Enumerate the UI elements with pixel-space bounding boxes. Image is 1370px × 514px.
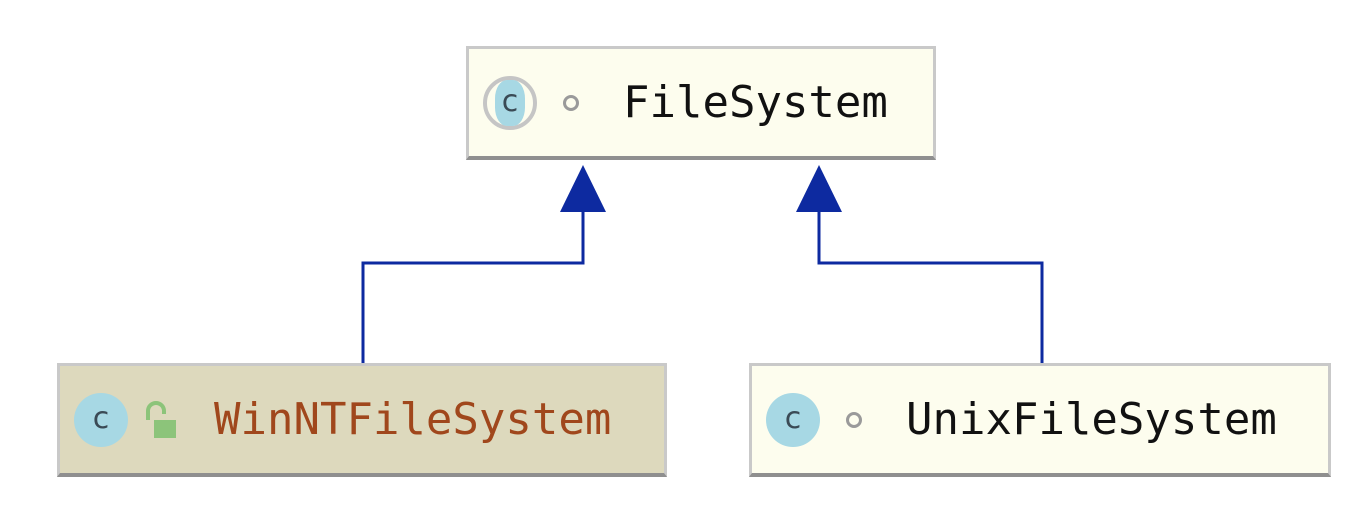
inheritance-arrowhead-icon [560, 165, 606, 212]
class-name-label: WinNTFileSystem [214, 394, 612, 445]
class-name-label: UnixFileSystem [906, 394, 1277, 445]
class-icon: c [74, 392, 128, 447]
edge-unix-to-filesystem[interactable] [796, 165, 1044, 363]
class-name-label: FileSystem [623, 77, 888, 128]
edge-line-winnt [361, 208, 585, 363]
edge-winnt-to-filesystem[interactable] [361, 165, 606, 363]
edge-line-unix [817, 208, 1044, 363]
package-private-dot-icon [551, 94, 591, 111]
class-node-filesystem[interactable]: c FileSystem [466, 46, 936, 160]
class-node-winntfilesystem[interactable]: c WinNTFileSystem [57, 363, 667, 477]
open-lock-icon [142, 400, 182, 440]
class-node-unixfilesystem[interactable]: c UnixFileSystem [749, 363, 1331, 477]
class-icon: c [766, 392, 820, 447]
inheritance-arrowhead-icon [796, 165, 842, 212]
abstract-class-icon: c [483, 75, 537, 130]
package-private-dot-icon [834, 411, 874, 428]
